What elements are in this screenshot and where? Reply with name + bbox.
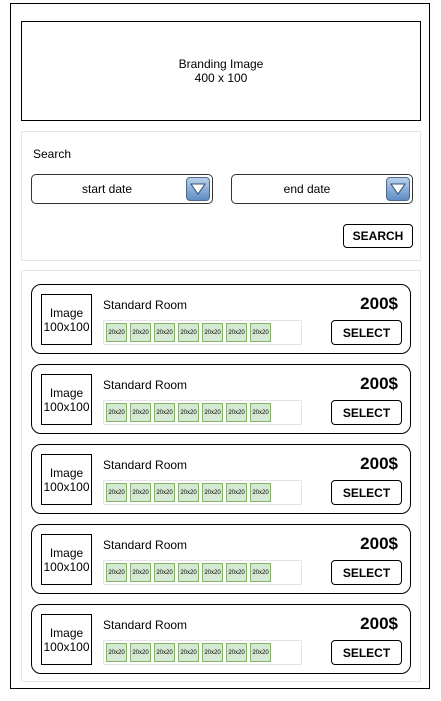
end-date-select[interactable]: end date bbox=[231, 174, 413, 204]
search-title: Search bbox=[33, 147, 72, 161]
room-card: Image 100x100 Standard Room 20x20 20x20 … bbox=[31, 444, 411, 514]
amenity-placeholder-icon: 20x20 bbox=[154, 403, 175, 422]
room-card: Image 100x100 Standard Room 20x20 20x20 … bbox=[31, 604, 411, 674]
room-image: Image 100x100 bbox=[41, 534, 92, 585]
amenity-placeholder-icon: 20x20 bbox=[178, 643, 199, 662]
amenity-placeholder-icon: 20x20 bbox=[178, 403, 199, 422]
amenity-placeholder-icon: 20x20 bbox=[202, 483, 223, 502]
amenity-list: 20x20 20x20 20x20 20x20 20x20 20x20 20x2… bbox=[103, 400, 302, 425]
room-name: Standard Room bbox=[103, 538, 188, 552]
amenity-placeholder-icon: 20x20 bbox=[106, 563, 127, 582]
room-image-size: 100x100 bbox=[43, 559, 90, 574]
amenity-placeholder-icon: 20x20 bbox=[250, 323, 271, 342]
amenity-placeholder-icon: 20x20 bbox=[106, 483, 127, 502]
amenity-list: 20x20 20x20 20x20 20x20 20x20 20x20 20x2… bbox=[103, 560, 302, 585]
app-frame: Branding Image 400 x 100 Search start da… bbox=[10, 3, 430, 689]
amenity-placeholder-icon: 20x20 bbox=[250, 563, 271, 582]
branding-image: Branding Image 400 x 100 bbox=[21, 21, 421, 121]
amenity-placeholder-icon: 20x20 bbox=[250, 403, 271, 422]
room-price: 200$ bbox=[360, 614, 398, 633]
amenity-placeholder-icon: 20x20 bbox=[154, 563, 175, 582]
room-price: 200$ bbox=[360, 294, 398, 313]
room-price: 200$ bbox=[360, 454, 398, 473]
amenity-placeholder-icon: 20x20 bbox=[130, 483, 151, 502]
amenity-placeholder-icon: 20x20 bbox=[202, 643, 223, 662]
amenity-placeholder-icon: 20x20 bbox=[130, 643, 151, 662]
branding-label: Branding Image bbox=[178, 57, 264, 71]
room-image: Image 100x100 bbox=[41, 454, 92, 505]
amenity-placeholder-icon: 20x20 bbox=[178, 483, 199, 502]
amenity-placeholder-icon: 20x20 bbox=[250, 483, 271, 502]
chevron-down-icon[interactable] bbox=[186, 177, 210, 201]
search-panel: Search start date end date SEARCH bbox=[21, 131, 421, 261]
amenity-placeholder-icon: 20x20 bbox=[226, 643, 247, 662]
amenity-placeholder-icon: 20x20 bbox=[106, 323, 127, 342]
select-room-button[interactable]: SELECT bbox=[331, 640, 402, 665]
amenity-placeholder-icon: 20x20 bbox=[226, 403, 247, 422]
room-name: Standard Room bbox=[103, 458, 188, 472]
amenity-placeholder-icon: 20x20 bbox=[250, 643, 271, 662]
amenity-placeholder-icon: 20x20 bbox=[202, 403, 223, 422]
amenity-placeholder-icon: 20x20 bbox=[226, 323, 247, 342]
room-card: Image 100x100 Standard Room 20x20 20x20 … bbox=[31, 364, 411, 434]
search-button[interactable]: SEARCH bbox=[343, 224, 413, 248]
select-room-button[interactable]: SELECT bbox=[331, 400, 402, 425]
room-image-size: 100x100 bbox=[43, 479, 90, 494]
room-image-label: Image bbox=[49, 305, 84, 320]
room-name: Standard Room bbox=[103, 618, 188, 632]
amenity-list: 20x20 20x20 20x20 20x20 20x20 20x20 20x2… bbox=[103, 320, 302, 345]
room-image-size: 100x100 bbox=[43, 639, 90, 654]
chevron-down-icon[interactable] bbox=[386, 177, 410, 201]
amenity-placeholder-icon: 20x20 bbox=[154, 483, 175, 502]
room-image-label: Image bbox=[49, 625, 84, 640]
room-image: Image 100x100 bbox=[41, 294, 92, 345]
room-name: Standard Room bbox=[103, 298, 188, 312]
amenity-list: 20x20 20x20 20x20 20x20 20x20 20x20 20x2… bbox=[103, 640, 302, 665]
select-room-button[interactable]: SELECT bbox=[331, 560, 402, 585]
amenity-placeholder-icon: 20x20 bbox=[130, 323, 151, 342]
amenity-placeholder-icon: 20x20 bbox=[106, 643, 127, 662]
room-image-label: Image bbox=[49, 385, 84, 400]
amenity-placeholder-icon: 20x20 bbox=[106, 403, 127, 422]
room-card: Image 100x100 Standard Room 20x20 20x20 … bbox=[31, 524, 411, 594]
amenity-placeholder-icon: 20x20 bbox=[154, 643, 175, 662]
amenity-placeholder-icon: 20x20 bbox=[130, 563, 151, 582]
room-image: Image 100x100 bbox=[41, 374, 92, 425]
room-name: Standard Room bbox=[103, 378, 188, 392]
branding-size: 400 x 100 bbox=[194, 71, 248, 85]
amenity-placeholder-icon: 20x20 bbox=[202, 323, 223, 342]
results-panel: Image 100x100 Standard Room 20x20 20x20 … bbox=[21, 270, 421, 682]
amenity-placeholder-icon: 20x20 bbox=[226, 563, 247, 582]
amenity-placeholder-icon: 20x20 bbox=[130, 403, 151, 422]
room-card: Image 100x100 Standard Room 20x20 20x20 … bbox=[31, 284, 411, 354]
select-room-button[interactable]: SELECT bbox=[331, 480, 402, 505]
start-date-label: start date bbox=[81, 182, 133, 196]
amenity-placeholder-icon: 20x20 bbox=[226, 483, 247, 502]
amenity-placeholder-icon: 20x20 bbox=[154, 323, 175, 342]
room-image-size: 100x100 bbox=[43, 319, 90, 334]
amenity-list: 20x20 20x20 20x20 20x20 20x20 20x20 20x2… bbox=[103, 480, 302, 505]
select-room-button[interactable]: SELECT bbox=[331, 320, 402, 345]
amenity-placeholder-icon: 20x20 bbox=[178, 563, 199, 582]
room-price: 200$ bbox=[360, 374, 398, 393]
room-image-label: Image bbox=[49, 545, 84, 560]
start-date-select[interactable]: start date bbox=[31, 174, 213, 204]
room-price: 200$ bbox=[360, 534, 398, 553]
room-image: Image 100x100 bbox=[41, 614, 92, 665]
end-date-label: end date bbox=[283, 182, 331, 196]
room-image-label: Image bbox=[49, 465, 84, 480]
room-image-size: 100x100 bbox=[43, 399, 90, 414]
amenity-placeholder-icon: 20x20 bbox=[178, 323, 199, 342]
amenity-placeholder-icon: 20x20 bbox=[202, 563, 223, 582]
